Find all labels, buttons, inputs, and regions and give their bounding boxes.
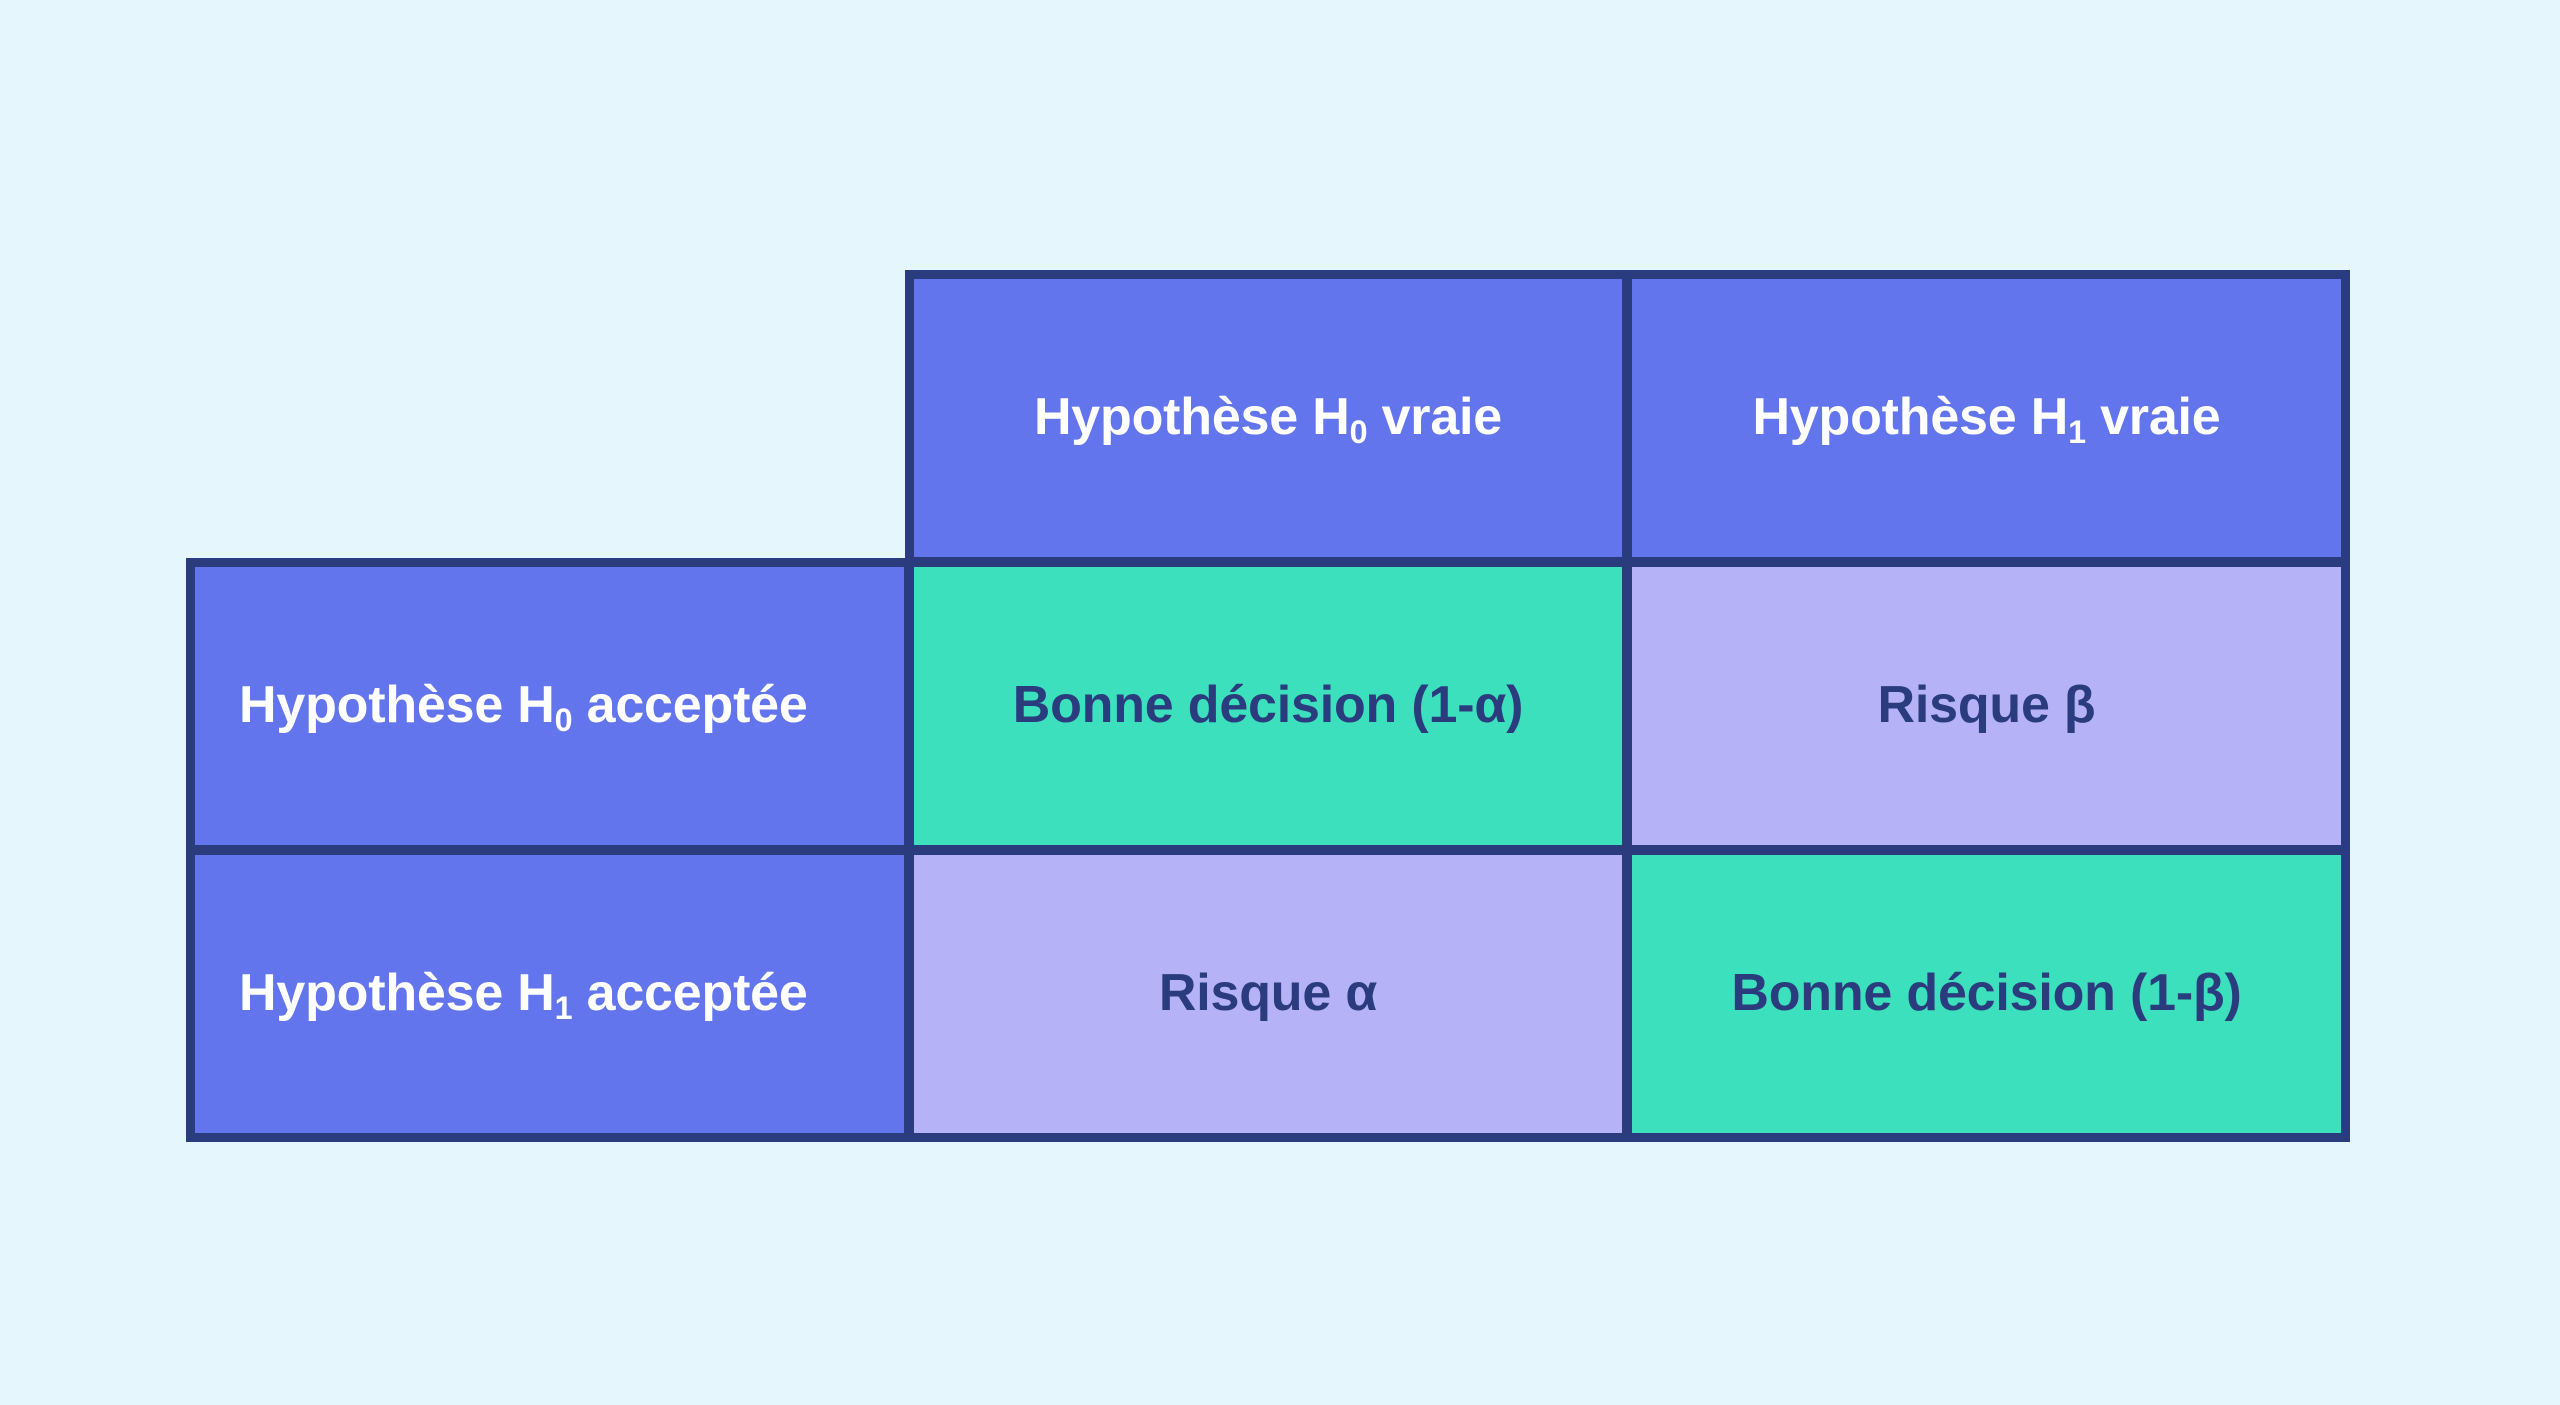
subscript-1: 1 — [2068, 414, 2086, 451]
row-header-h0-accepted: Hypothèse H0 acceptée — [186, 558, 913, 854]
column-header-h0-true: Hypothèse H0 vraie — [905, 270, 1631, 566]
cell-good-decision-1-alpha-label: Bonne décision (1-α) — [1012, 676, 1524, 735]
cell-risk-beta-label: Risque β — [1877, 676, 2096, 735]
cell-risk-beta: Risque β — [1623, 558, 2350, 854]
row-header-h1-accepted: Hypothèse H1 acceptée — [186, 846, 913, 1142]
cell-good-decision-1-beta-label: Bonne décision (1-β) — [1731, 964, 2242, 1023]
cell-risk-alpha: Risque α — [905, 846, 1631, 1142]
subscript-0: 0 — [1349, 414, 1368, 451]
subscript-1: 1 — [554, 990, 573, 1027]
column-header-h1-true: Hypothèse H1 vraie — [1623, 270, 2350, 566]
column-header-h1-true-label: Hypothèse H1 vraie — [1752, 388, 2221, 451]
column-header-h0-true-label: Hypothèse H0 vraie — [1033, 388, 1503, 451]
cell-risk-alpha-label: Risque α — [1158, 964, 1378, 1023]
subscript-0: 0 — [554, 702, 573, 739]
row-header-h1-accepted-label: Hypothèse H1 acceptée — [239, 964, 808, 1027]
row-header-h0-accepted-label: Hypothèse H0 acceptée — [239, 676, 808, 739]
cell-good-decision-1-beta: Bonne décision (1-β) — [1623, 846, 2350, 1142]
cell-good-decision-1-alpha: Bonne décision (1-α) — [905, 558, 1631, 854]
